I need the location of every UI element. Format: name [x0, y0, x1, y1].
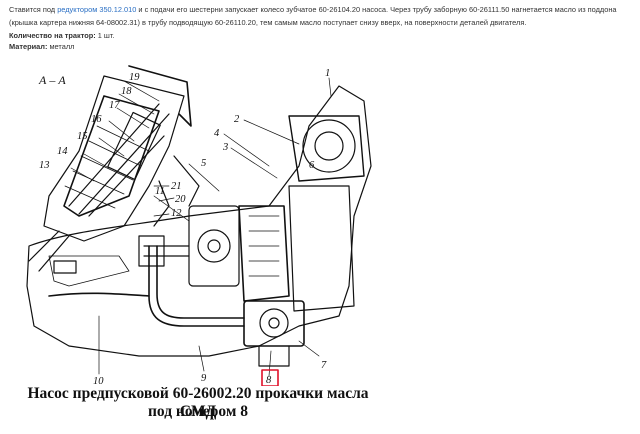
label-13: 13	[39, 160, 50, 171]
label-16: 16	[91, 114, 102, 125]
label-7: 7	[321, 360, 327, 371]
label-20: 20	[175, 194, 186, 205]
quantity-value: 1 шт.	[95, 31, 115, 40]
highlight-box-8	[261, 369, 279, 386]
quantity-label: Количество на трактор:	[9, 31, 96, 40]
label-9: 9	[201, 373, 207, 384]
intro-text-2: и с подачи его шестерни запускает колесо…	[9, 5, 617, 27]
label-8: 8	[266, 375, 272, 386]
section-label: А – А	[38, 73, 66, 87]
label-12: 12	[171, 208, 182, 219]
pump-diagram-figure: А – А 19 18 17 16 15 14 13 21 20 12 11 5…	[9, 56, 387, 428]
label-15: 15	[77, 131, 88, 142]
section-detail	[28, 65, 200, 272]
label-11: 11	[155, 186, 165, 197]
material-row: Материал: металл	[9, 41, 74, 52]
description-paragraph: Ставится под редуктором 350.12.010 и с п…	[9, 4, 634, 29]
pump-diagram: А – А 19 18 17 16 15 14 13 21 20 12 11 5…	[26, 65, 372, 386]
label-14: 14	[57, 146, 68, 157]
label-6: 6	[309, 160, 315, 171]
label-17: 17	[109, 100, 120, 111]
label-4: 4	[214, 128, 220, 139]
intro-text-1: Ставится под	[9, 5, 58, 14]
label-21: 21	[171, 181, 182, 192]
leader-lines	[70, 77, 332, 377]
label-3: 3	[222, 142, 228, 153]
oil-pipes	[48, 245, 245, 327]
label-18: 18	[121, 86, 132, 97]
caption-line-2: под номером 8	[147, 403, 249, 420]
quantity-row: Количество на трактор: 1 шт.	[9, 30, 114, 41]
label-1: 1	[325, 68, 330, 79]
engine-housing	[26, 85, 372, 357]
caption-line-1: Насос предпусковой 60-26002.20 прокачки …	[27, 385, 369, 420]
label-10: 10	[93, 376, 104, 386]
material-value: металл	[47, 42, 75, 51]
label-5: 5	[201, 158, 206, 169]
label-19: 19	[129, 72, 140, 83]
pump-8-body	[243, 300, 305, 367]
material-label: Материал:	[9, 42, 48, 51]
label-2: 2	[234, 114, 240, 125]
reducer-link[interactable]: редуктором 350.12.010	[57, 5, 137, 14]
